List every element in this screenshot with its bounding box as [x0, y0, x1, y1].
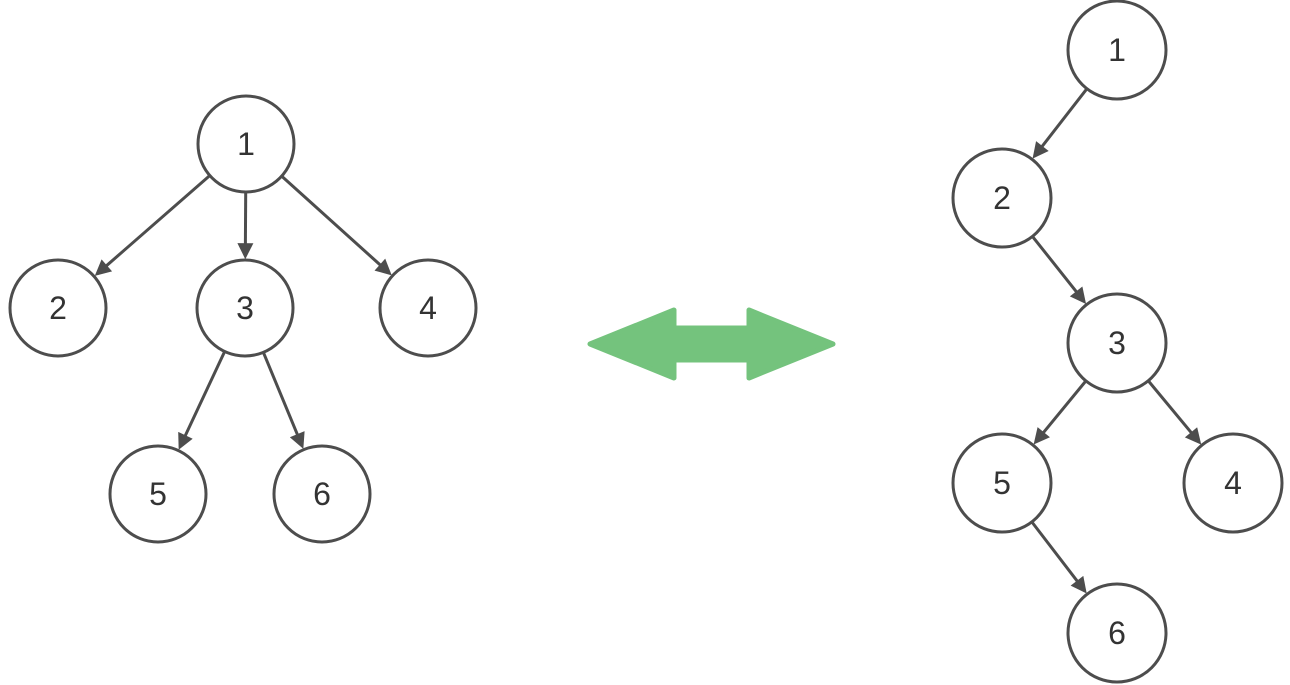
tree-edge-n1-n2 — [1032, 87, 1089, 159]
right-tree: 1 2 3 5 4 6 — [951, 0, 1284, 684]
tree-node-1 — [1066, 0, 1168, 101]
tree-node-1 — [196, 94, 296, 194]
tree-node-5 — [951, 432, 1053, 534]
tree-node-label: 2 — [49, 290, 67, 326]
tree-node-label: 6 — [1108, 615, 1126, 651]
tree-node-label: 4 — [419, 290, 437, 326]
tree-node-label: 4 — [1224, 465, 1242, 501]
tree-edge-n2-n3 — [1031, 235, 1087, 304]
tree-node-label: 1 — [237, 126, 255, 162]
tree-node-3 — [1066, 292, 1168, 394]
tree-edge-n3-n5 — [1033, 379, 1088, 445]
tree-edge-n1-n2 — [94, 174, 211, 276]
tree-edge-n3-n6 — [261, 351, 305, 449]
tree-edge-n3-n4 — [1147, 379, 1202, 445]
tree-node-label: 3 — [1108, 325, 1126, 361]
tree-edge-n1-n4 — [280, 175, 392, 276]
tree-node-label: 1 — [1108, 32, 1126, 68]
tree-node-label: 5 — [149, 476, 167, 512]
tree-node-2 — [951, 147, 1053, 249]
tree-node-6 — [1066, 582, 1168, 684]
tree-node-4 — [1182, 432, 1284, 534]
tree-edge-n3-n5 — [178, 350, 227, 450]
tree-node-label: 2 — [993, 180, 1011, 216]
tree-node-5 — [108, 444, 208, 544]
tree-node-label: 6 — [313, 476, 331, 512]
tree-edge-n5-n6 — [1030, 520, 1087, 594]
double-arrow-icon — [587, 307, 836, 381]
tree-node-2 — [8, 258, 108, 358]
left-tree: 1 2 3 4 5 6 — [8, 94, 478, 544]
tree-node-4 — [378, 258, 478, 358]
tree-node-label: 3 — [236, 290, 254, 326]
tree-node-label: 5 — [993, 465, 1011, 501]
tree-node-6 — [272, 444, 372, 544]
tree-node-3 — [195, 258, 295, 358]
